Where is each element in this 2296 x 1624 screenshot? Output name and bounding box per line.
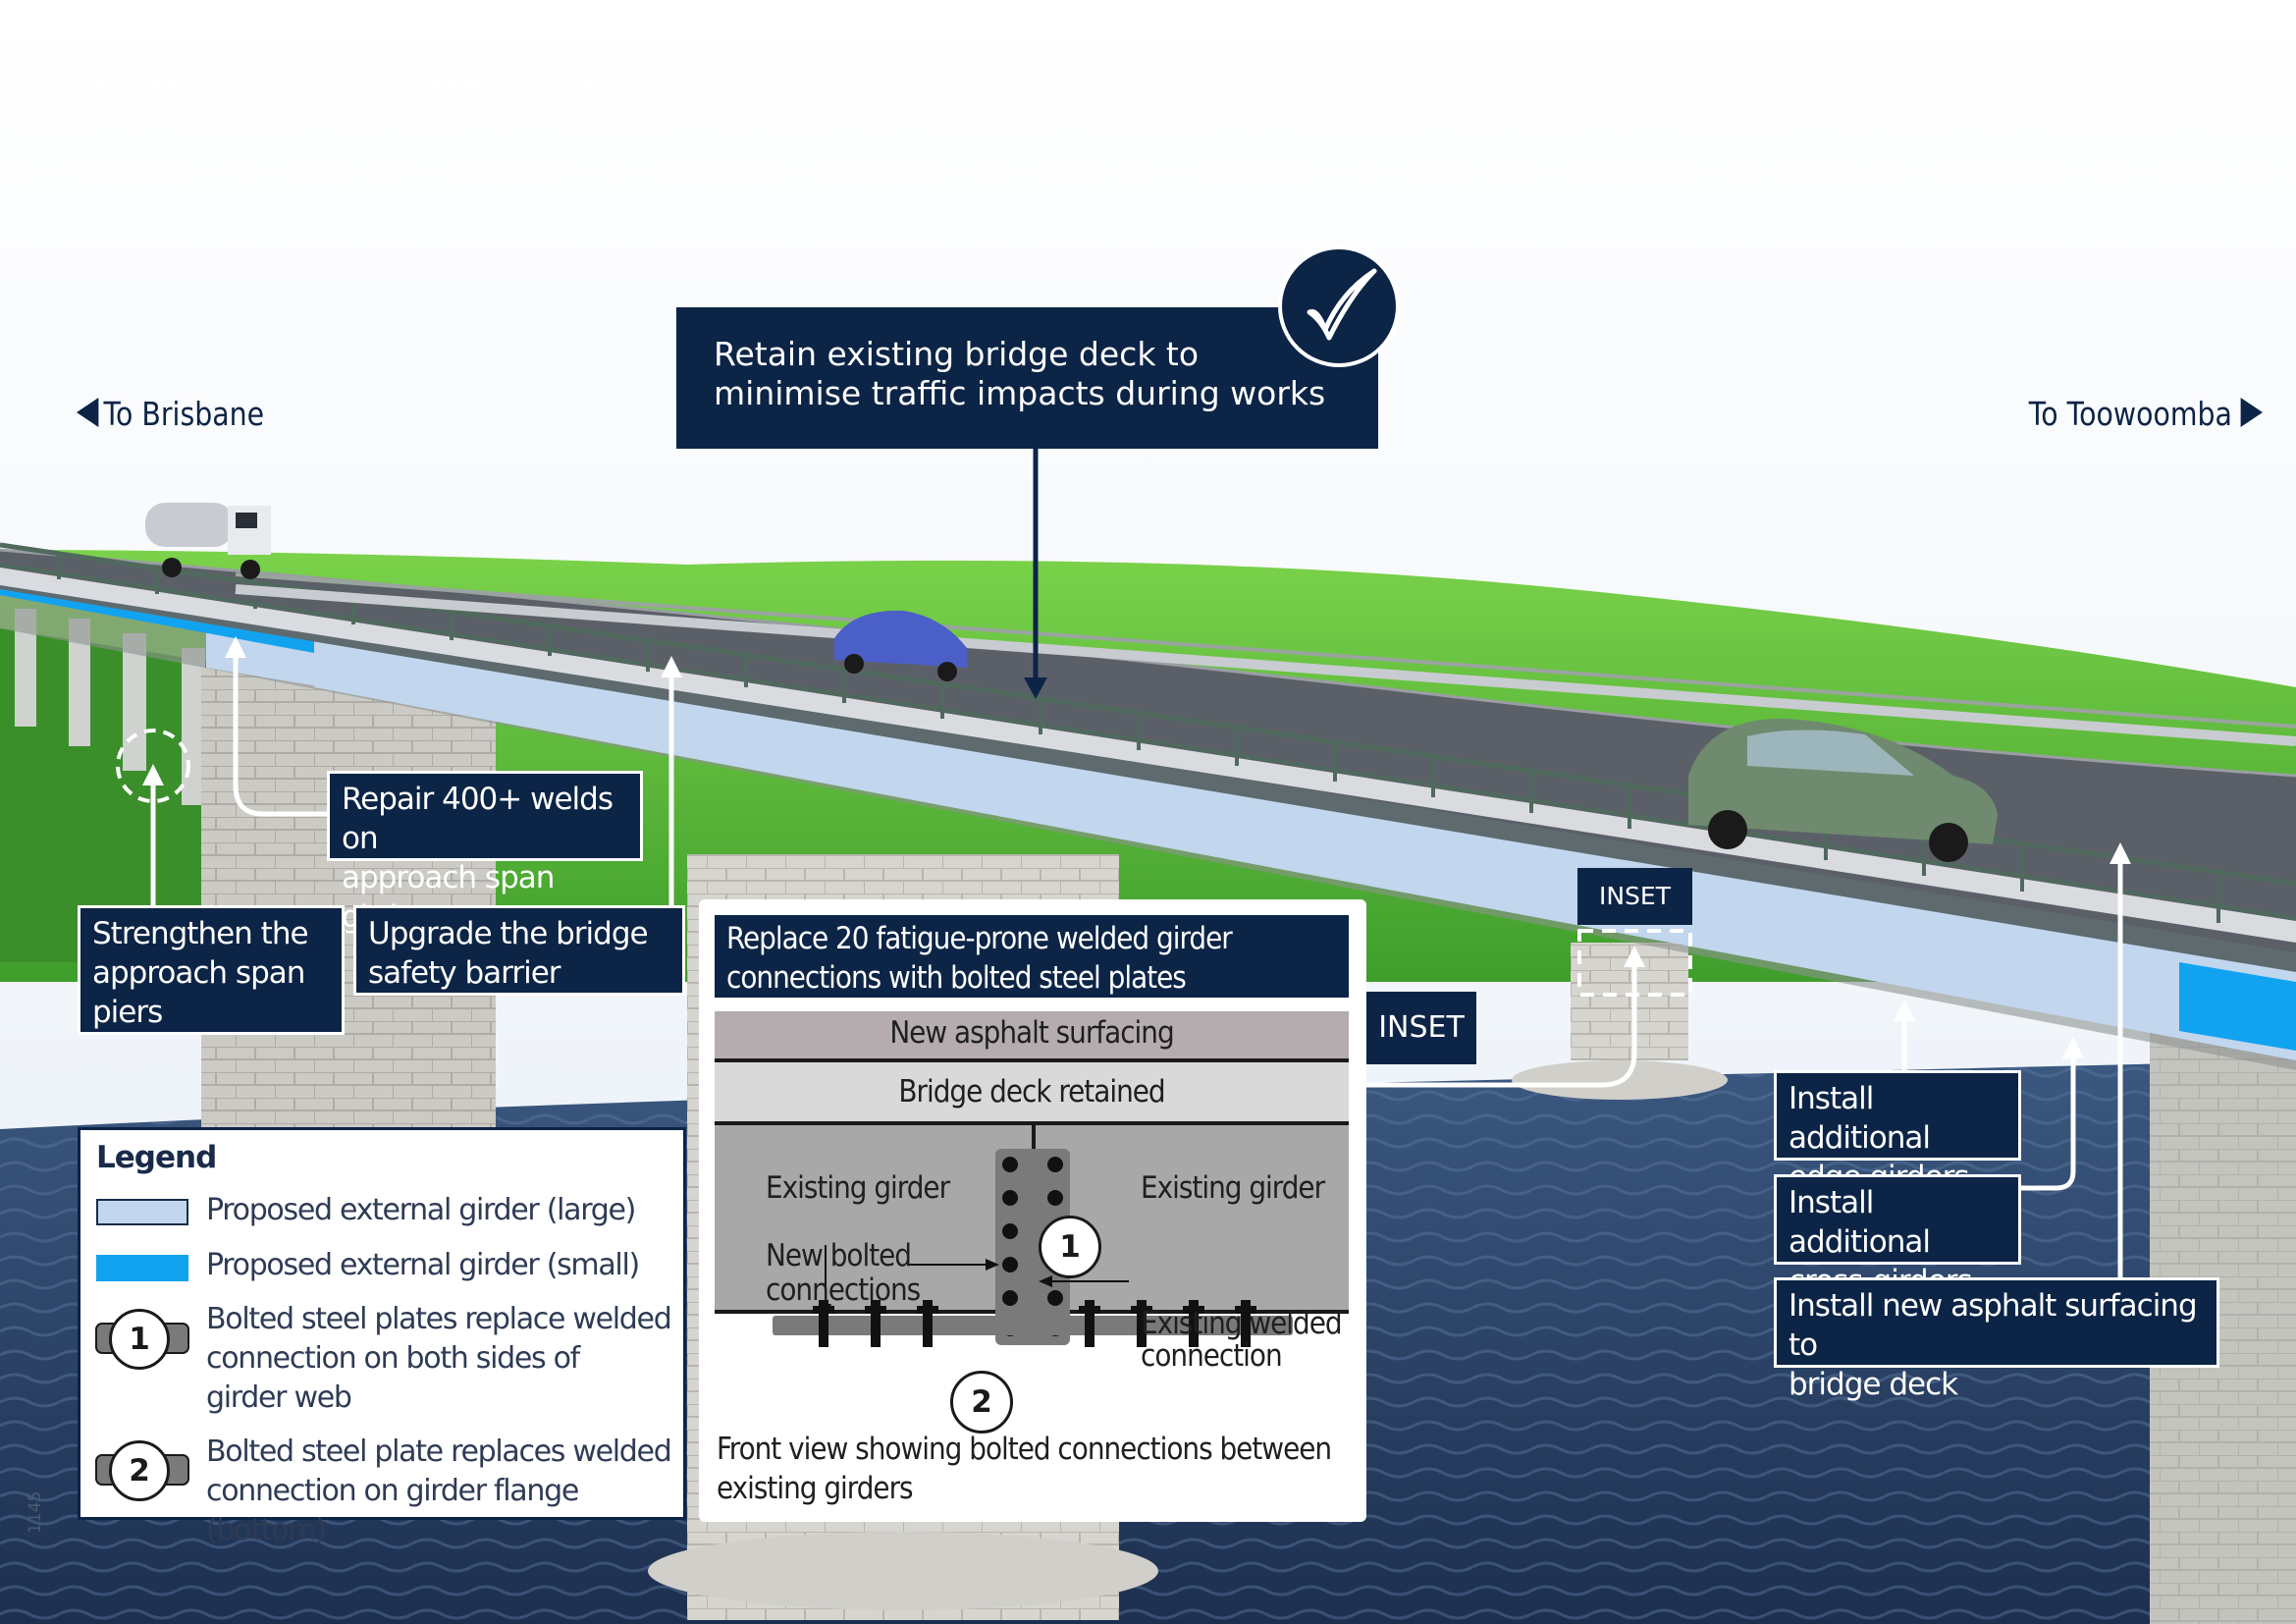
callout-repair-welds-line-1: Repair 400+ welds on: [342, 782, 614, 856]
callout-edge-line-1: Install additional: [1789, 1081, 1931, 1156]
marker-2-inset: 2: [950, 1371, 1013, 1434]
callout-edge-girders: Install additional edge girders: [1774, 1070, 2021, 1195]
legend-label-large: Proposed external girder (large): [206, 1193, 636, 1227]
main-callout-line-1: Retain existing bridge deck to: [714, 335, 1200, 373]
callout-asphalt: Install new asphalt surfacing to bridge …: [1774, 1277, 2219, 1402]
callout-strengthen-line-1: Strengthen the: [92, 916, 309, 951]
legend-item2-line-1: Bolted steel plate replaces welded: [206, 1435, 672, 1469]
organisation-header: Department of Transport and Main Roads: [77, 69, 597, 98]
legend-item1-line-2: connection on both sides of: [206, 1341, 580, 1376]
main-callout: Retain existing bridge deck to minimise …: [676, 307, 1378, 449]
connector-cross: [2020, 1049, 2076, 1191]
inset-title-line-2: connections with bolted steel plates: [726, 960, 1187, 996]
legend-title: Legend: [96, 1140, 217, 1175]
direction-right: To Toowoomba: [2029, 395, 2263, 433]
callout-strengthen-line-2: approach span: [92, 955, 305, 991]
legend-label-item1: Bolted steel plates replace welded conne…: [206, 1300, 672, 1418]
arrow-right-icon: [2240, 398, 2263, 427]
marker-1-inset: 1: [1039, 1216, 1101, 1278]
pier-1: [201, 668, 496, 1129]
legend-item1-line-3: girder web: [206, 1380, 352, 1415]
callout-strengthen-piers: Strengthen the approach span piers: [78, 905, 345, 1035]
callout-upgrade-barrier: Upgrade the bridge safety barrier: [353, 905, 685, 996]
legend: Legend Proposed external girder (large) …: [78, 1127, 686, 1547]
girder-right-label: Existing girder: [1141, 1170, 1325, 1206]
document-code: 1145: [26, 1490, 45, 1534]
inset-diagram: [715, 1011, 1349, 1347]
existing-welded-line-1: Existing welded: [1141, 1306, 1343, 1341]
callout-cross-line-1: Install additional: [1789, 1185, 1931, 1260]
inset-caption: Front view showing bolted connections be…: [717, 1430, 1355, 1508]
inset-caption-line-2: existing girders: [717, 1471, 914, 1506]
callout-barrier-line-2: safety barrier: [368, 955, 561, 991]
callout-asphalt-line-2: bridge deck: [1789, 1367, 1958, 1402]
legend-marker-2: 2: [109, 1440, 170, 1501]
checkmark-icon: [1278, 245, 1400, 367]
small-car: [834, 610, 967, 681]
connector-repair-welds: [233, 648, 327, 817]
new-bolted-label: New bolted connections: [766, 1238, 921, 1308]
main-callout-line-2: minimise traffic impacts during works: [714, 374, 1326, 412]
callout-cross-girders: Install additional cross-girders: [1774, 1174, 2021, 1299]
callout-barrier-line-1: Upgrade the bridge: [368, 916, 649, 951]
inset-title: Replace 20 fatigue-prone welded girder c…: [715, 915, 1349, 998]
existing-welded-label: Existing welded connection: [1141, 1306, 1343, 1374]
deck-band-label: Bridge deck retained: [898, 1074, 1165, 1110]
direction-left-label: To Brisbane: [103, 395, 265, 433]
inset-tag-panel: INSET: [1366, 992, 1476, 1064]
legend-item2-line-2: connection on girder flange (bottom): [206, 1474, 579, 1547]
direction-left: To Brisbane: [77, 395, 264, 433]
arrow-left-icon: [77, 398, 99, 427]
new-bolted-line-2: connections: [766, 1272, 921, 1308]
new-bolted-line-1: New bolted: [766, 1238, 912, 1273]
existing-welded-line-2: connection: [1141, 1338, 1283, 1374]
legend-marker-1: 1: [109, 1309, 170, 1370]
inset-caption-line-1: Front view showing bolted connections be…: [717, 1432, 1332, 1467]
callout-repair-welds: Repair 400+ welds on approach span girde…: [327, 771, 643, 935]
asphalt-band-label: New asphalt surfacing: [889, 1015, 1174, 1051]
legend-item1-line-1: Bolted steel plates replace welded: [206, 1302, 672, 1336]
large-car: [1688, 718, 1998, 862]
connector-inset: [1366, 957, 1637, 1088]
legend-label-item2: Bolted steel plate replaces welded conne…: [206, 1433, 683, 1550]
legend-swatch-large: [96, 1199, 188, 1225]
legend-label-small: Proposed external girder (small): [206, 1248, 640, 1282]
inset-tag-bridge: INSET: [1577, 868, 1692, 925]
inset-dashed-marker: [1577, 929, 1692, 997]
truck: [145, 503, 271, 579]
callout-strengthen-line-3: piers: [92, 995, 163, 1030]
direction-right-label: To Toowoomba: [2028, 395, 2233, 433]
girder-left-label: Existing girder: [766, 1170, 950, 1206]
legend-swatch-small: [96, 1255, 188, 1281]
callout-asphalt-line-1: Install new asphalt surfacing to: [1789, 1288, 2198, 1363]
inset-panel: Replace 20 fatigue-prone welded girder c…: [699, 899, 1366, 1522]
inset-title-line-1: Replace 20 fatigue-prone welded girder: [726, 921, 1233, 956]
pier-dashed-marker: [116, 729, 190, 803]
